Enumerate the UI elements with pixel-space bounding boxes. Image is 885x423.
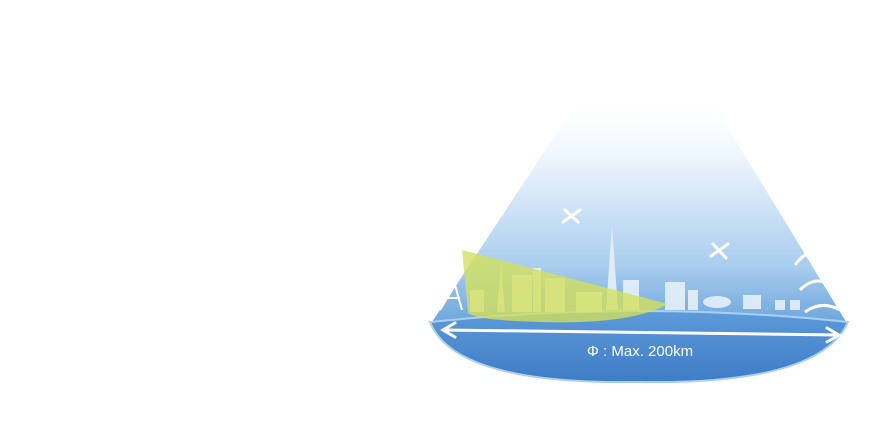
- antenna-icon: [439, 282, 463, 311]
- beam-area: [462, 250, 668, 323]
- signal-waves-icon: [793, 250, 841, 314]
- diameter-arrow: [440, 321, 842, 344]
- coverage-label: Φ : Max. 200km: [586, 343, 694, 360]
- drone-icon: [709, 242, 730, 260]
- coverage-cone: [430, 90, 848, 325]
- drone-icon: [561, 208, 582, 224]
